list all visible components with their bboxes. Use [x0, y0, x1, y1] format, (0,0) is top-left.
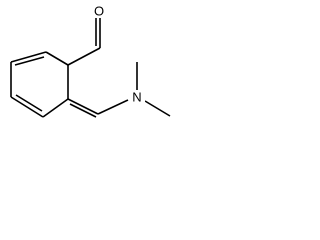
exocyclic-double-bond-inner — [69, 103, 97, 118]
ring-bond-c2-c3 — [10, 51, 47, 63]
n-methyl-bond-right — [144, 100, 171, 117]
methine-n-bond — [97, 99, 129, 115]
aldehyde-bond-c1-cho — [67, 47, 101, 66]
oxygen-atom-label: O — [94, 4, 104, 19]
ring-bond-c1-c2 — [45, 51, 69, 66]
nitrogen-atom-label: N — [132, 90, 141, 105]
ring-bond-c4-c5 — [10, 96, 44, 118]
ring-bond-c5-c1 — [42, 98, 69, 118]
ring-bond-c4-c5-inner — [15, 94, 43, 112]
molecule-structure-diagram: O N — [10, 4, 171, 118]
ring-bond-c2-c3-inner — [14, 56, 45, 66]
exocyclic-double-bond-outer — [67, 98, 99, 115]
